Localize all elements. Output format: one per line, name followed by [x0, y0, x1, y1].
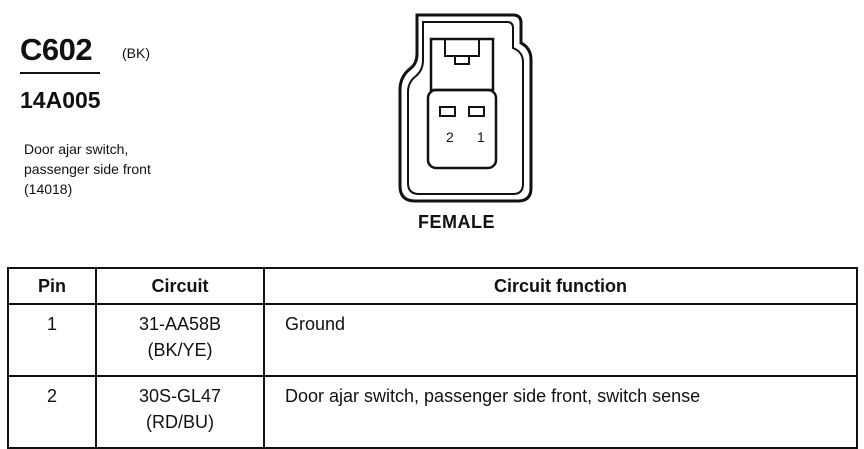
terminal-cavity-1 [468, 106, 485, 117]
wire-color: (RD/BU) [146, 412, 214, 432]
table-row: 2 30S-GL47 (RD/BU) Door ajar switch, pas… [7, 375, 858, 449]
circuit-cell: 31-AA58B (BK/YE) [95, 303, 265, 377]
part-number: 14A005 [20, 87, 101, 113]
description-line: (14018) [24, 181, 73, 197]
pinout-table: Pin Circuit Circuit function 1 31-AA58B … [7, 267, 858, 449]
terminal-cavity-2 [439, 106, 456, 117]
connector-face-drawing [398, 13, 533, 203]
connector-gender-label: FEMALE [418, 212, 495, 232]
circuit-cell: 30S-GL47 (RD/BU) [95, 375, 265, 449]
function-cell: Ground [263, 303, 858, 377]
function-cell: Door ajar switch, passenger side front, … [263, 375, 858, 449]
pin-label-1: 1 [477, 129, 485, 145]
terminal-housing [426, 88, 498, 170]
circuit-number: 30S-GL47 [138, 386, 222, 406]
wire-color: (BK/YE) [147, 340, 213, 360]
connector-id-underline [20, 72, 100, 74]
header-circuit: Circuit [95, 267, 265, 305]
table-header-row: Pin Circuit Circuit function [7, 267, 858, 305]
header-circuit-function: Circuit function [263, 267, 858, 305]
pin-label-2: 2 [446, 129, 454, 145]
header-pin: Pin [7, 267, 97, 305]
latch-notch [444, 39, 480, 57]
description-line: passenger side front [24, 161, 151, 177]
pin-cell: 1 [7, 303, 97, 377]
connector-outer-shell [398, 13, 533, 203]
connector-id: C602 [20, 32, 93, 67]
table-row: 1 31-AA58B (BK/YE) Ground [7, 303, 858, 377]
circuit-number: 31-AA58B [138, 314, 222, 334]
latch-tab [454, 56, 470, 65]
connector-color-code: (BK) [122, 45, 150, 61]
connector-inner-shell [407, 21, 524, 195]
connector-latch [429, 37, 495, 92]
pin-cell: 2 [7, 375, 97, 449]
component-description: Door ajar switch, passenger side front (… [24, 139, 151, 199]
description-line: Door ajar switch, [24, 141, 129, 157]
